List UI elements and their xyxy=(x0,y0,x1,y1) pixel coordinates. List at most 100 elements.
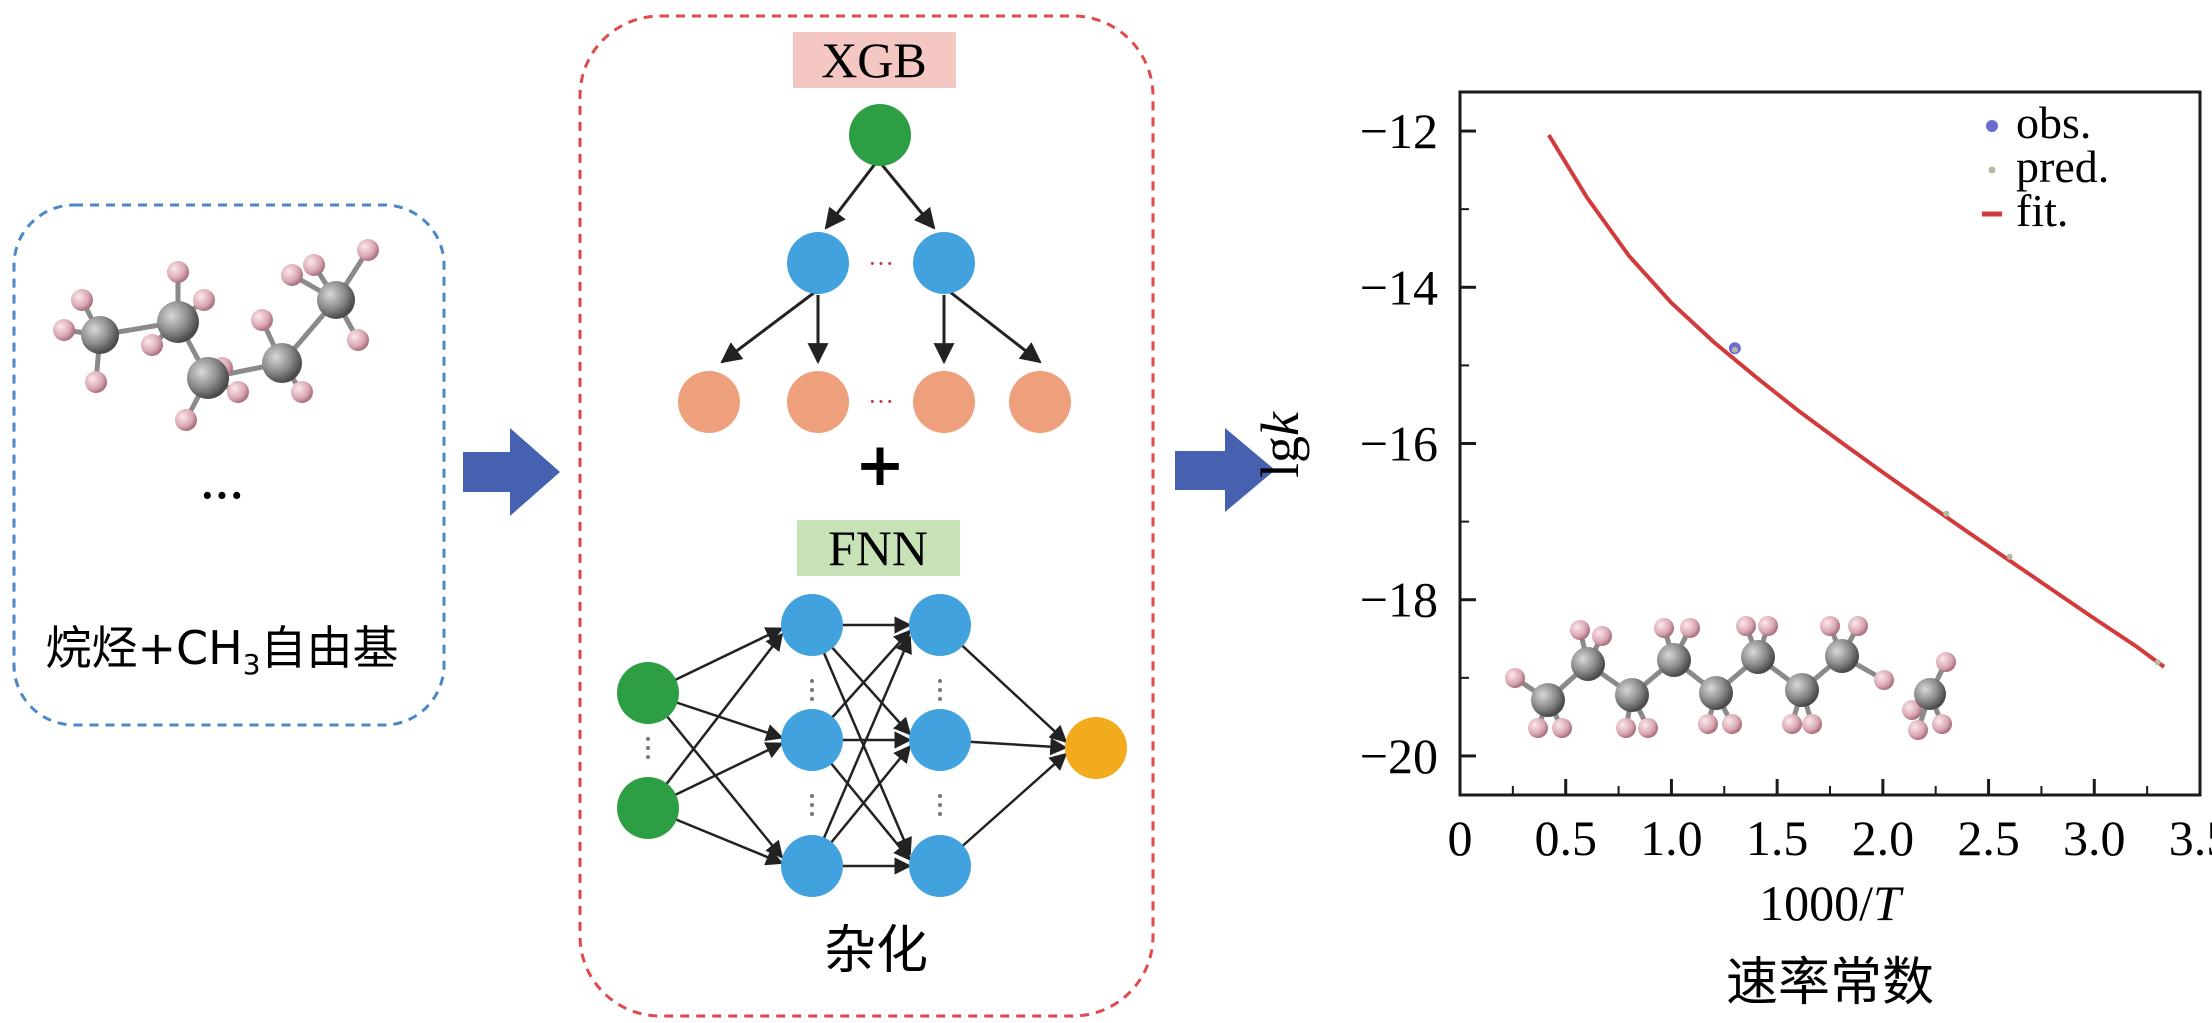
carbon-atom xyxy=(317,281,355,319)
hydrogen-atom xyxy=(1722,714,1742,734)
tree-mid-ellipsis: ··· xyxy=(868,249,894,278)
hydrogen-atom xyxy=(1505,668,1525,688)
x-tick-label: 1.5 xyxy=(1746,810,1809,866)
tree-mid-node xyxy=(787,232,849,294)
hydrogen-atom xyxy=(1616,718,1636,738)
carbon-atom xyxy=(1785,673,1819,707)
y-axis: −12 −14 −16 −18 −20 xyxy=(1360,103,1476,784)
hydrogen-atom xyxy=(53,319,75,341)
tree-leaf-node xyxy=(1009,371,1071,433)
y-tick-label: −16 xyxy=(1360,416,1438,472)
y-tick-label: −20 xyxy=(1360,728,1438,784)
input-panel: ··· 烷烃+CH3自由基 xyxy=(12,203,446,727)
plus-sign: + xyxy=(855,430,905,500)
hydrogen-atom xyxy=(1908,720,1928,740)
nn-ellipsis-dot xyxy=(938,679,942,683)
x-tick-label: 3.0 xyxy=(2063,810,2126,866)
y-tick-label: −14 xyxy=(1360,259,1438,315)
nn-ellipsis-dot xyxy=(938,812,942,816)
carbon-atom xyxy=(1914,678,1946,710)
input-label-suffix: 自由基 xyxy=(261,621,399,675)
nn-ellipsis-dot xyxy=(938,697,942,701)
y-axis-label-variable: k xyxy=(1250,411,1310,436)
fnn-label: FNN xyxy=(828,520,928,576)
input-ellipsis: ··· xyxy=(200,471,244,520)
x-tick-label: 2.5 xyxy=(1957,810,2020,866)
input-label: 烷烃+CH3自由基 xyxy=(45,621,398,681)
hydrogen-atom xyxy=(1698,714,1718,734)
tree-leaf-node xyxy=(787,371,849,433)
hydrogen-atom xyxy=(85,371,107,393)
hydrogen-atom xyxy=(291,381,313,403)
hydrogen-atom xyxy=(347,329,369,351)
xgb-label-box xyxy=(793,32,956,88)
x-tick-label: 1.0 xyxy=(1640,810,1703,866)
hydrogen-atom xyxy=(1902,700,1922,720)
nn-output-node xyxy=(1065,717,1127,779)
nn-ellipsis-dot xyxy=(810,688,814,692)
model-panel: XGB ··· ··· + FNN 杂化 xyxy=(578,14,1155,1018)
xgboost-tree: ··· ··· xyxy=(678,104,1071,433)
y-axis-label: lgk xyxy=(1250,411,1310,478)
x-tick-label: 2.0 xyxy=(1852,810,1915,866)
nn-input-node xyxy=(617,777,679,839)
rate-constant-chart: −12 −14 −16 −18 −20 0 0.5 1.0 1.5 2.0 2.5 3.0 3.5 l… xyxy=(1250,90,2212,1013)
neural-network xyxy=(617,594,1127,897)
nn-connection xyxy=(810,635,912,867)
hydrogen-atom xyxy=(251,309,273,331)
carbon-atom xyxy=(1825,639,1859,673)
legend: obs.pred.fit. xyxy=(1982,97,2109,236)
hydrogen-atom xyxy=(357,239,379,261)
tree-mid-node xyxy=(913,232,975,294)
carbon-atom xyxy=(1615,678,1649,712)
pred-point xyxy=(2154,659,2161,666)
nn-connection xyxy=(647,632,784,809)
legend-label: fit. xyxy=(2016,185,2068,236)
nn-hidden-node xyxy=(909,835,971,897)
nn-ellipsis-dot xyxy=(810,812,814,816)
nn-ellipsis-dot xyxy=(646,746,650,750)
nn-ellipsis-dot xyxy=(938,688,942,692)
chain-molecule-inset xyxy=(1505,616,1956,740)
tree-leaf-node xyxy=(678,371,740,433)
nn-hidden-node xyxy=(909,594,971,656)
nn-ellipsis-dot xyxy=(646,737,650,741)
hydrogen-atom xyxy=(1638,718,1658,738)
y-tick-label: −12 xyxy=(1360,103,1438,159)
nn-ellipsis-dot xyxy=(810,697,814,701)
hydrogen-atom xyxy=(1782,714,1802,734)
flow-arrow-2 xyxy=(1175,428,1275,512)
hydrogen-atom xyxy=(1802,714,1822,734)
y-axis-label-text: lg xyxy=(1250,436,1310,478)
tree-leaf-node xyxy=(913,371,975,433)
x-tick-label: 0 xyxy=(1448,810,1473,866)
hydrogen-atom xyxy=(167,261,189,283)
nn-hidden-node xyxy=(909,709,971,771)
hydrogen-atom xyxy=(1592,626,1612,646)
hydrogen-atom xyxy=(1570,620,1590,640)
hydrogen-atom xyxy=(303,254,325,276)
hydrogen-atom xyxy=(281,264,303,286)
carbon-atom xyxy=(262,343,302,383)
nn-ellipsis-dot xyxy=(810,803,814,807)
y-tick-label: −18 xyxy=(1360,572,1438,628)
carbon-atom xyxy=(1531,683,1565,717)
hydrogen-atom xyxy=(1874,670,1894,690)
carbon-atom xyxy=(1657,643,1691,677)
carbon-atom xyxy=(1699,676,1733,710)
nn-hidden-node xyxy=(781,594,843,656)
x-tick-label: 3.5 xyxy=(2169,810,2212,866)
nn-hidden-node xyxy=(781,835,843,897)
hydrogen-atom xyxy=(193,289,215,311)
flow-arrow-1 xyxy=(463,428,560,516)
nn-ellipsis-dot xyxy=(938,794,942,798)
hydrogen-atom xyxy=(1680,618,1700,638)
pred-point xyxy=(2006,553,2013,560)
fnn-label-box xyxy=(797,520,960,576)
x-tick-label: 0.5 xyxy=(1534,810,1597,866)
input-label-text: 烷烃+CH xyxy=(45,621,242,675)
hydrogen-atom xyxy=(1528,718,1548,738)
legend-label: pred. xyxy=(2016,141,2109,192)
hydrogen-atom xyxy=(71,289,93,311)
